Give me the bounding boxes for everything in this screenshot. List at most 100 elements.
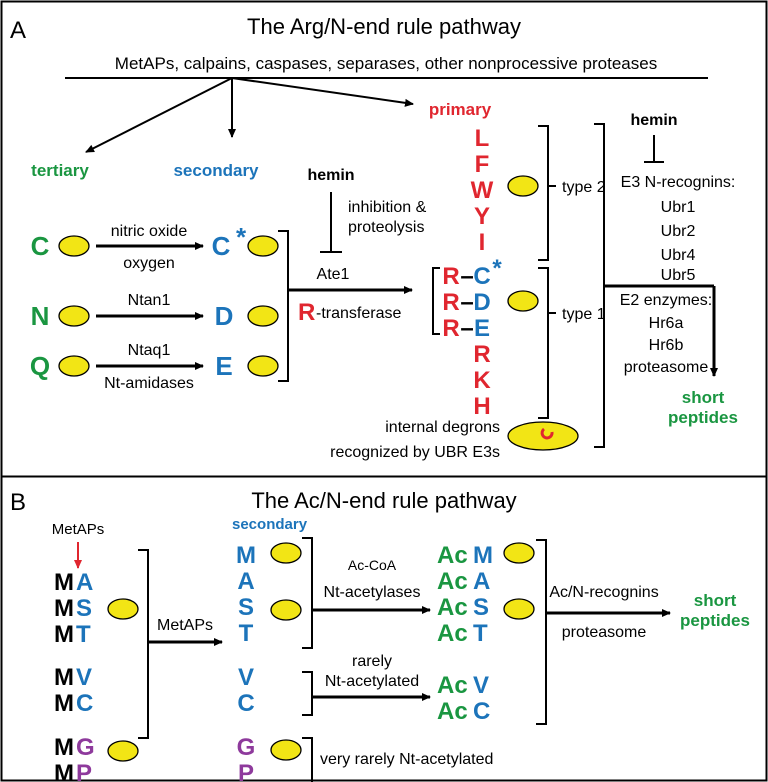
ac-a: A xyxy=(473,568,490,595)
residue-e: E xyxy=(474,315,490,342)
ntan1-label: Ntan1 xyxy=(128,292,171,309)
ac-6: Ac xyxy=(437,698,468,725)
panel-b-letter: B xyxy=(10,489,26,516)
sec-t: T xyxy=(239,620,254,647)
substrate-ellipse xyxy=(270,739,302,761)
substrate-ellipse xyxy=(247,305,279,327)
type2-residues: L F W Y I xyxy=(471,125,494,256)
tertiary-c: C xyxy=(31,231,50,261)
residue-y: Y xyxy=(474,203,490,230)
residue-c-star: * xyxy=(492,255,502,282)
residue-c: C xyxy=(473,263,490,290)
residue-r: R xyxy=(473,341,490,368)
internal-degrons-label: internal degrons xyxy=(385,419,500,436)
substrate-ellipse xyxy=(270,542,302,564)
residue-k: K xyxy=(473,367,491,394)
e2-label: E2 enzymes: xyxy=(620,292,712,309)
arg-dash-3: – xyxy=(460,315,473,342)
arg-r-2: R xyxy=(442,289,459,316)
tertiary-label: tertiary xyxy=(31,161,89,180)
oxygen-label: oxygen xyxy=(123,255,175,272)
very-rarely-label: very rarely Nt-acetylated xyxy=(320,751,493,768)
left-p: P xyxy=(76,760,92,782)
hemin-right-label: hemin xyxy=(630,112,677,129)
substrate-ellipse xyxy=(503,542,535,564)
secondary-e: E xyxy=(215,351,232,381)
panel-b-title: The Ac/N-end rule pathway xyxy=(251,488,516,513)
ubr5: Ubr5 xyxy=(661,267,696,284)
sec-v: V xyxy=(238,664,254,691)
m-5: M xyxy=(54,690,74,717)
primary-bracket xyxy=(594,123,605,448)
left-bracket-b xyxy=(138,549,149,739)
ac-2: Ac xyxy=(437,568,468,595)
panel-b-frame xyxy=(0,475,768,782)
hr6a: Hr6a xyxy=(649,315,684,332)
residue-f: F xyxy=(475,151,490,178)
residue-i: I xyxy=(479,229,486,256)
internal-degrons-label-2: recognized by UBR E3s xyxy=(330,444,500,461)
metaps-mid-label: MetAPs xyxy=(157,617,213,634)
ubr2: Ubr2 xyxy=(661,223,696,240)
substrate-ellipse xyxy=(507,290,539,312)
acoa-label: Ac-CoA xyxy=(348,557,397,573)
substrate-ellipse xyxy=(58,235,90,257)
acetylated-column: Ac M Ac A Ac S Ac T Ac V Ac C xyxy=(437,542,493,725)
arg-r-1: R xyxy=(442,263,459,290)
ntaq1-label: Ntaq1 xyxy=(128,342,171,359)
nt-acetylases-label: Nt-acetylases xyxy=(324,584,421,601)
hemin-left-label: hemin xyxy=(307,167,354,184)
metaps-top-label: MetAPs xyxy=(52,521,105,538)
nt-amidases-label: Nt-amidases xyxy=(104,375,194,392)
substrate-ellipse xyxy=(507,175,539,197)
ac-t: T xyxy=(473,620,488,647)
tertiary-n: N xyxy=(31,301,50,331)
substrate-ellipse xyxy=(107,598,139,620)
sec-a: A xyxy=(237,568,254,595)
arg-bracket xyxy=(432,267,440,335)
type1-bracket xyxy=(538,267,549,419)
ac-v: V xyxy=(473,672,489,699)
ate1-label: Ate1 xyxy=(317,266,350,283)
nitric-oxide-label: nitric oxide xyxy=(111,223,188,240)
ubr1: Ubr1 xyxy=(661,199,696,216)
m-3: M xyxy=(54,621,74,648)
substrate-ellipse xyxy=(247,235,279,257)
short-peptides-b-2: peptides xyxy=(680,611,750,630)
rarely-label-1: rarely xyxy=(352,653,392,670)
internal-degron-mark xyxy=(540,427,554,440)
short-peptides-b-1: short xyxy=(694,591,737,610)
arg-r-3: R xyxy=(442,315,459,342)
residue-l: L xyxy=(475,125,490,152)
type2-bracket xyxy=(538,125,549,261)
sec-p: P xyxy=(238,760,254,782)
left-sequences: M A M S M T M V M C M G M P xyxy=(54,569,95,782)
sec-bracket-2 xyxy=(302,671,313,716)
arg-dash-2: – xyxy=(460,289,473,316)
m-1: M xyxy=(54,569,74,596)
transferase-label: -transferase xyxy=(316,305,401,322)
ac-4: Ac xyxy=(437,620,468,647)
sec-bracket-1 xyxy=(302,537,313,649)
ac-c: C xyxy=(473,698,490,725)
hr6b: Hr6b xyxy=(649,337,684,354)
secondary-label: secondary xyxy=(173,161,259,180)
secondary-column: M A S T V C G P xyxy=(236,542,256,782)
substrate-ellipse xyxy=(58,355,90,377)
substrate-ellipse xyxy=(107,740,139,762)
sec-bracket-3 xyxy=(302,737,313,782)
m-4: M xyxy=(54,664,74,691)
secondary-b-label: secondary xyxy=(232,516,308,533)
short-peptides-a-1: short xyxy=(682,388,725,407)
sec-m: M xyxy=(236,542,256,569)
arg-prefixes: R – R – R – xyxy=(442,263,473,342)
sec-c: C xyxy=(237,690,254,717)
left-c: C xyxy=(76,690,93,717)
type1-label: type 1 xyxy=(562,306,606,323)
inhibition-label-2: proteolysis xyxy=(348,219,424,236)
sec-g: G xyxy=(237,734,256,761)
proteasome-b: proteasome xyxy=(562,624,647,641)
e3-label: E3 N-recognins: xyxy=(621,174,736,191)
type1-residues: C * D E R K H xyxy=(473,255,502,420)
